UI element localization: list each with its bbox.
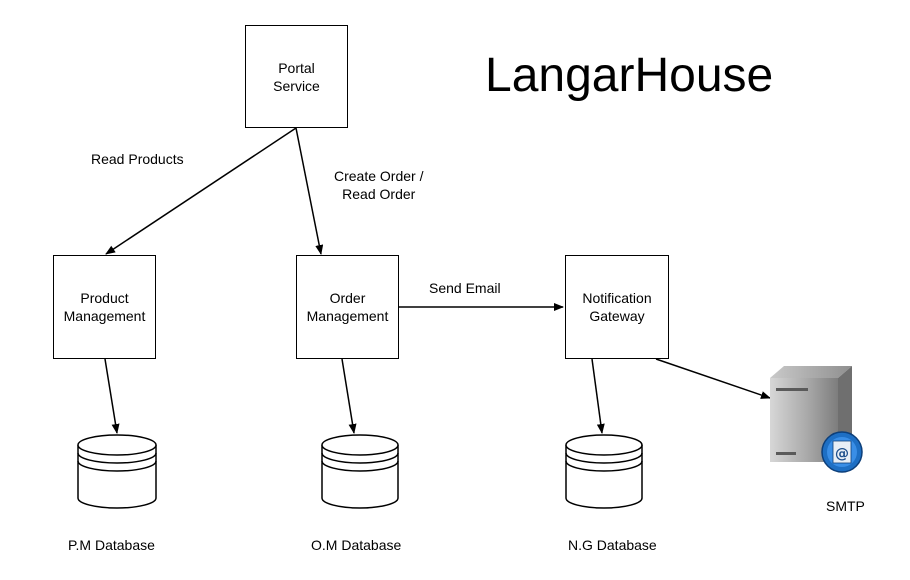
ng-database-icon <box>565 434 643 509</box>
arrow-notification-to-ng-db <box>591 358 605 434</box>
arrow-portal-to-order <box>295 127 324 255</box>
pm-database-icon <box>77 434 157 509</box>
arrow-portal-to-product <box>105 127 297 255</box>
edge-label-create-read-order: Create Order / Read Order <box>334 168 424 202</box>
ng-database-label: N.G Database <box>568 537 657 553</box>
pm-database-label: P.M Database <box>68 537 155 553</box>
diagram-title: LangarHouse <box>485 49 774 102</box>
edge-label-send-email: Send Email <box>429 280 501 296</box>
order-management-box: Order Management <box>296 255 399 359</box>
om-database-label: O.M Database <box>311 537 402 553</box>
product-management-box: Product Management <box>53 255 156 359</box>
portal-service-box: Portal Service <box>245 25 348 128</box>
arrow-product-to-pm-db <box>104 358 120 434</box>
arrow-notification-to-smtp <box>655 358 771 399</box>
arrow-order-to-om-db <box>341 358 357 434</box>
edge-label-read-products: Read Products <box>91 151 184 167</box>
svg-text:@: @ <box>835 446 849 462</box>
smtp-server-icon: @ <box>770 366 863 473</box>
om-database-icon <box>321 434 399 509</box>
smtp-label: SMTP <box>826 498 865 514</box>
notification-gateway-box: Notification Gateway <box>565 255 669 359</box>
